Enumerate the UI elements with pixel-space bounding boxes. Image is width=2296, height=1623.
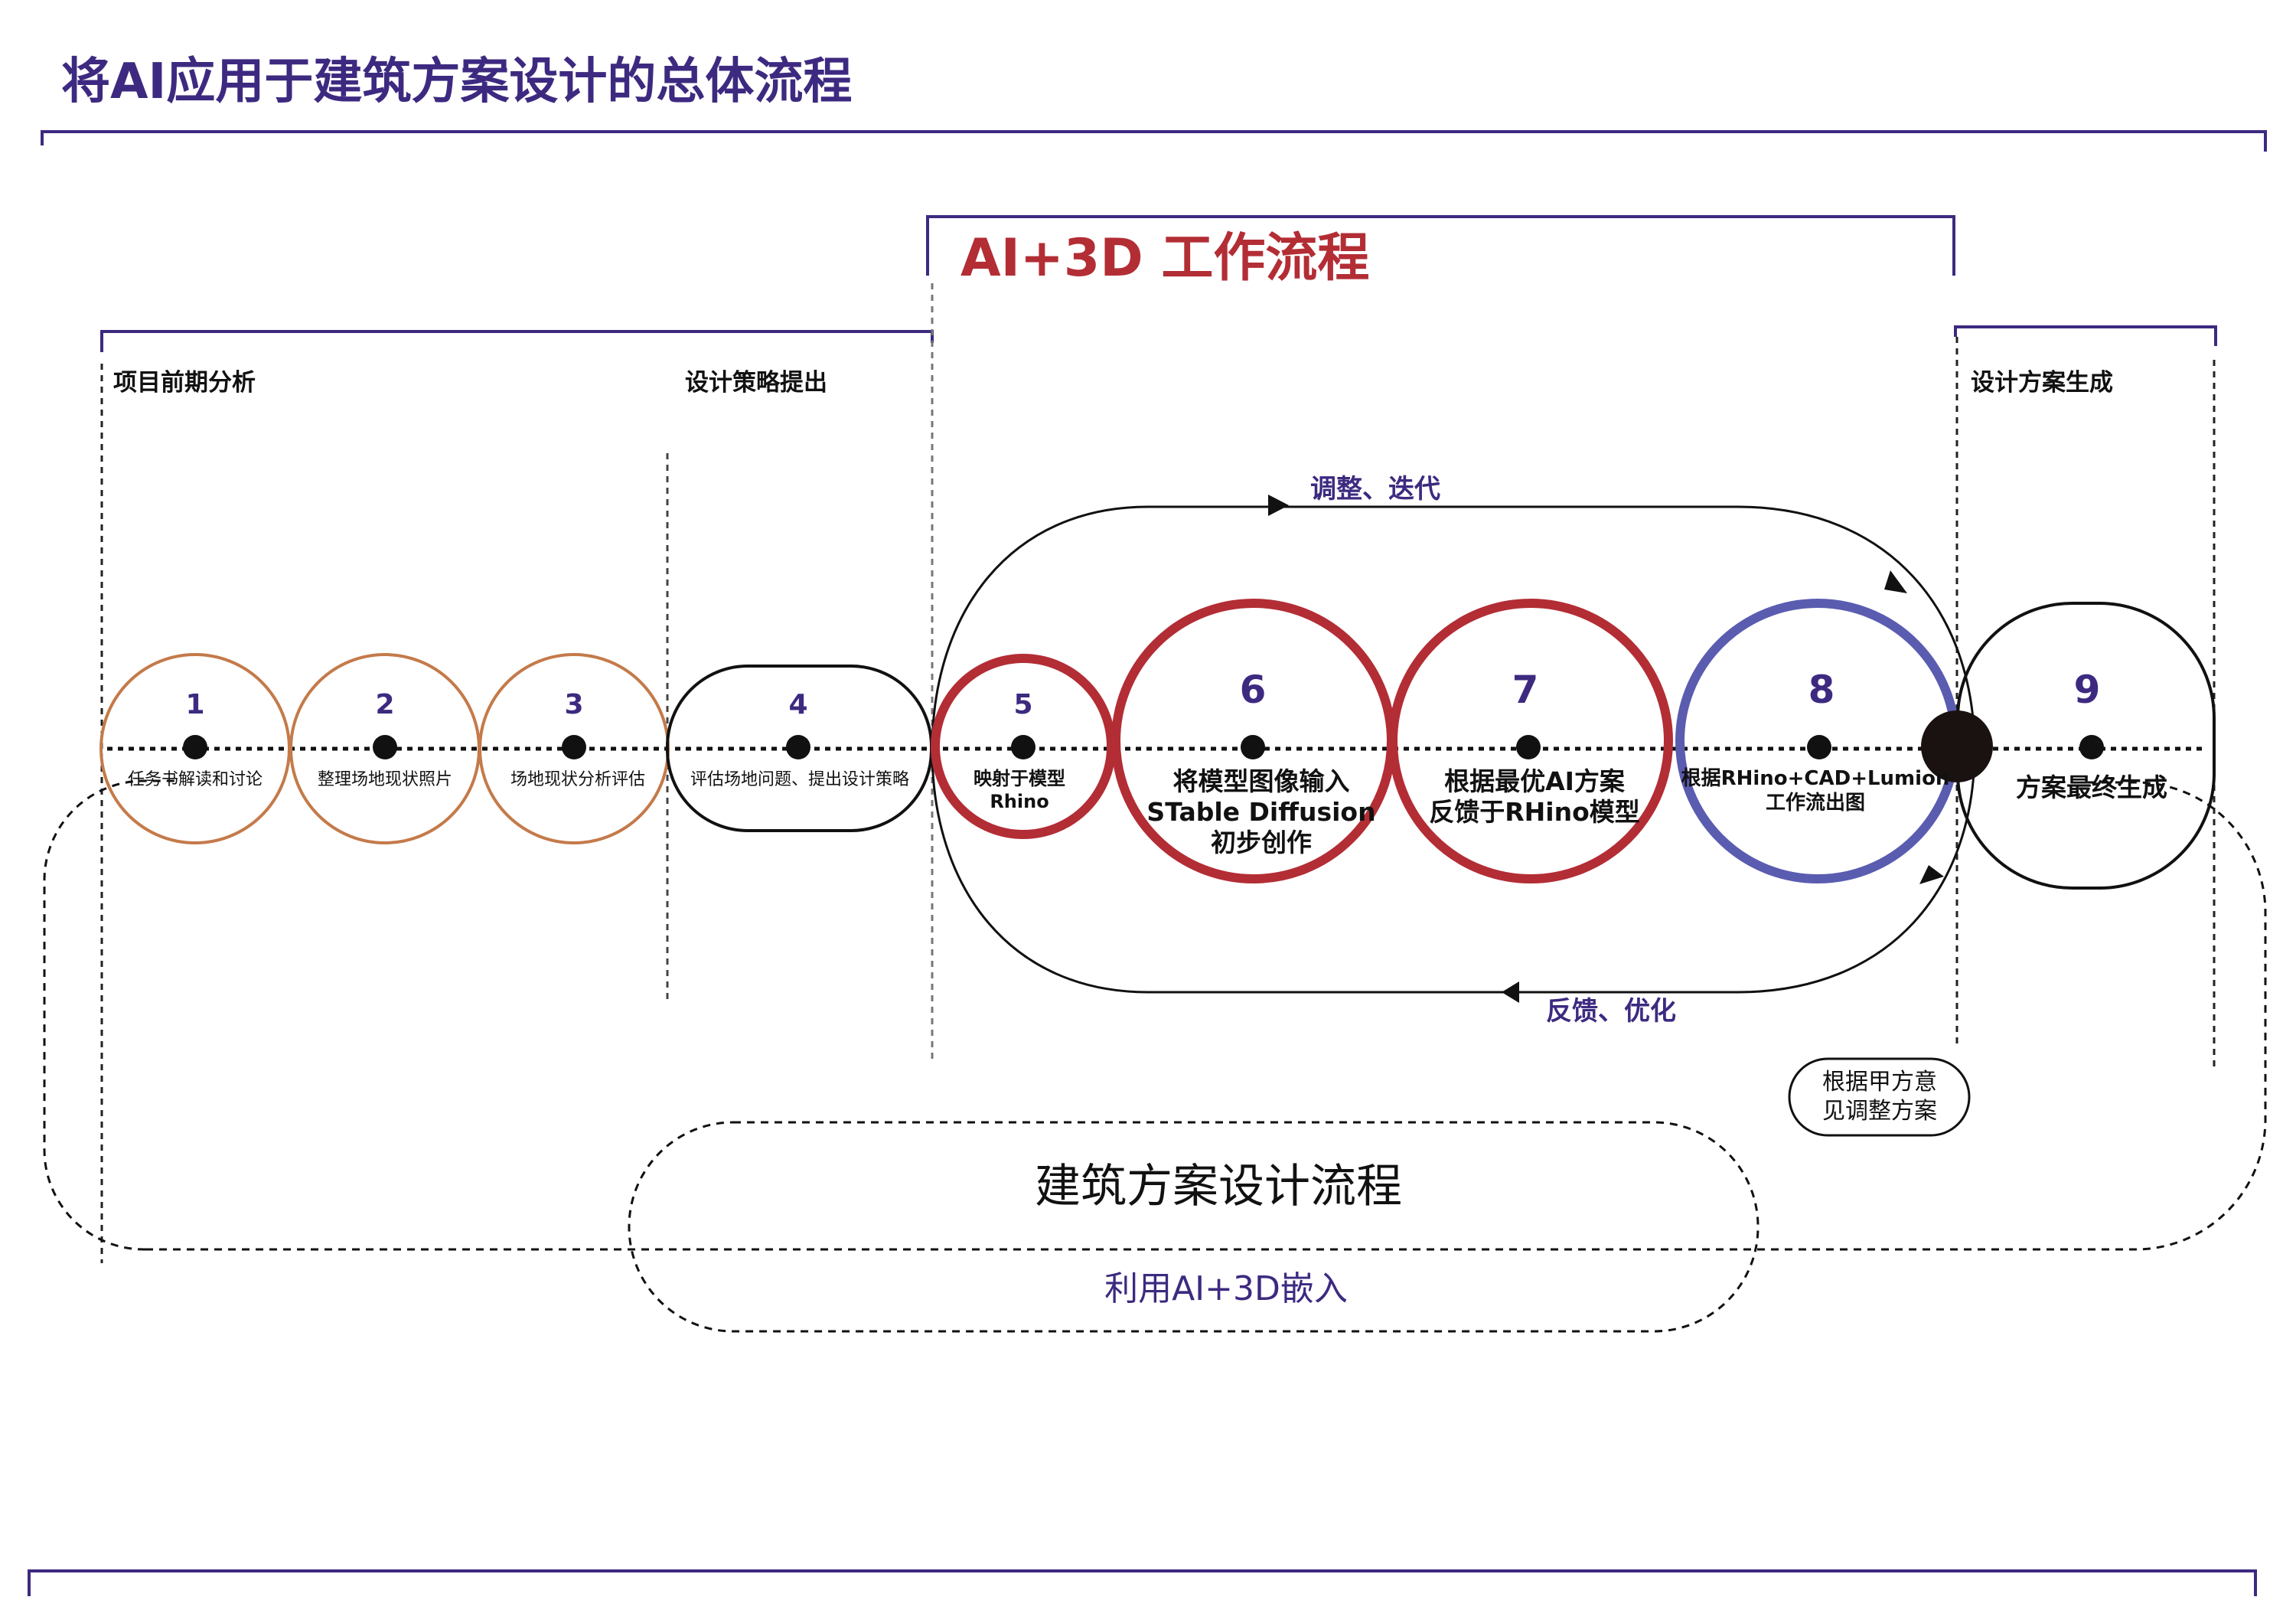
- step-dots: [183, 735, 2104, 759]
- step-6-label-line3: 初步创作: [1211, 828, 1312, 857]
- step-9-label: 方案最终生成: [2016, 772, 2167, 802]
- junction-node: [1921, 710, 1993, 782]
- step-2-number: 2: [375, 689, 394, 720]
- loop-arrow-bottom: [1502, 981, 1519, 1003]
- step-6-label-line1: 将模型图像输入: [1173, 766, 1350, 796]
- step-5-label-line2: Rhino: [990, 791, 1049, 812]
- bottom-sub-label: 利用AI+3D嵌入: [1104, 1269, 1348, 1308]
- step-4-number: 4: [788, 689, 807, 720]
- vertical-dashed-lines: [100, 283, 2216, 1263]
- step-7-number: 7: [1512, 668, 1539, 712]
- client-note-line2: 见调整方案: [1822, 1098, 1937, 1125]
- page-title: 将AI应用于建筑方案设计的总体流程: [61, 54, 852, 110]
- phase1-bracket: [100, 330, 934, 352]
- step-3-label: 场地现状分析评估: [510, 770, 645, 789]
- bottom-main-label: 建筑方案设计流程: [1035, 1160, 1402, 1213]
- step-7-label-line1: 根据最优AI方案: [1444, 766, 1626, 796]
- ai3d-title: AI+3D 工作流程: [960, 228, 1369, 289]
- step-8-number: 8: [1808, 668, 1835, 712]
- header-bracket: [41, 130, 2267, 152]
- phase2-label: 设计策略提出: [685, 369, 827, 397]
- step-7-circle: [1388, 599, 1673, 883]
- outer-dashed-loop: [43, 779, 2267, 1251]
- step-6-label-line2: STable Diffusion: [1146, 797, 1375, 827]
- loop-arrow-top: [1268, 495, 1289, 516]
- loop-arrow-right-bottom: [1919, 865, 1944, 884]
- step-8-label-line2: 工作流出图: [1766, 792, 1865, 815]
- step-8-label-line1: 根据RHino+CAD+Lumion: [1681, 767, 1950, 790]
- loop-arrow-right-top: [1884, 570, 1907, 593]
- ai3d-bracket: [926, 215, 1955, 276]
- client-note-capsule: [1788, 1057, 1971, 1137]
- step-9-number: 9: [2074, 668, 2101, 712]
- step-5-circle: [931, 654, 1116, 839]
- phase3-bracket: [1954, 325, 2217, 346]
- step-5-number: 5: [1013, 689, 1032, 720]
- step-6-number: 6: [1240, 668, 1267, 712]
- step-5-label-line1: 映射于模型: [974, 768, 1065, 789]
- step-1-number: 1: [185, 689, 204, 720]
- footer-bracket: [28, 1569, 2257, 1596]
- step-4-label: 评估场地问题、提出设计策略: [690, 770, 909, 789]
- step-1-label: 任务书解读和讨论: [128, 770, 263, 789]
- phase3-label: 设计方案生成: [1971, 369, 2113, 397]
- iteration-loop: [931, 505, 1976, 994]
- loop-top-label: 调整、迭代: [1310, 474, 1440, 505]
- loop-bottom-label: 反馈、优化: [1546, 996, 1676, 1027]
- step-2-label: 整理场地现状照片: [318, 770, 452, 789]
- bottom-dashed-capsule: [628, 1121, 1760, 1333]
- step-7-label-line2: 反馈于RHino模型: [1429, 797, 1640, 827]
- step-3-number: 3: [564, 689, 583, 720]
- client-note-line1: 根据甲方意: [1822, 1069, 1937, 1096]
- phase1-label: 项目前期分析: [113, 369, 256, 397]
